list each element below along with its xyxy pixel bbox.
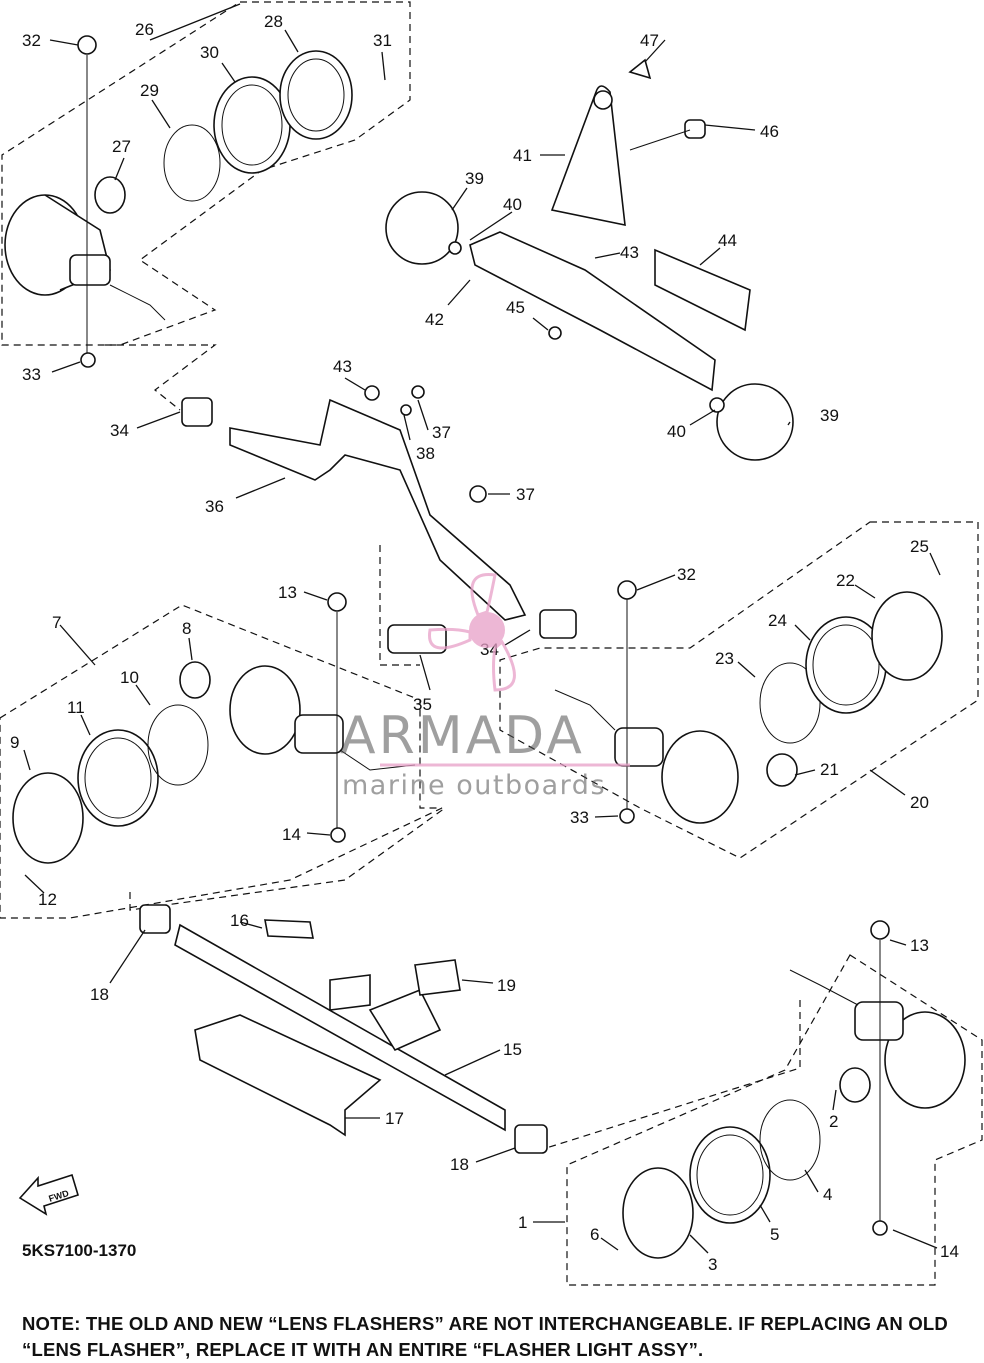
callout-13: 13 xyxy=(278,583,297,602)
callout-25: 25 xyxy=(910,537,929,556)
group-outline-1 xyxy=(566,954,983,1286)
callout-27: 27 xyxy=(112,137,131,156)
callout-26: 26 xyxy=(135,20,154,39)
callout-18: 18 xyxy=(450,1155,469,1174)
watermark-name: ARMADA xyxy=(340,706,585,766)
callout-5: 5 xyxy=(770,1225,779,1244)
callout-40: 40 xyxy=(503,195,522,214)
callout-14: 14 xyxy=(282,825,301,844)
callout-34: 34 xyxy=(110,421,129,440)
callout-labels: 32 26 28 31 30 29 27 33 34 43 37 38 36 3… xyxy=(10,12,959,1274)
flasher-assembly-26 xyxy=(4,35,353,368)
group-outline-20 xyxy=(499,521,979,859)
callout-28: 28 xyxy=(264,12,283,31)
callout-29: 29 xyxy=(140,81,159,100)
callout-32: 32 xyxy=(22,31,41,50)
flasher-stay-bar-36 xyxy=(181,385,577,654)
connector-line-a xyxy=(105,344,217,411)
callout-23: 23 xyxy=(715,649,734,668)
callout-44: 44 xyxy=(718,231,737,250)
callout-14: 14 xyxy=(940,1242,959,1261)
callout-4: 4 xyxy=(823,1185,832,1204)
bracket-assembly-center xyxy=(385,58,794,461)
callout-41: 41 xyxy=(513,146,532,165)
connector-line-b xyxy=(129,807,446,911)
callout-17: 17 xyxy=(385,1109,404,1128)
callout-40: 40 xyxy=(667,422,686,441)
callout-37: 37 xyxy=(516,485,535,504)
callout-2: 2 xyxy=(829,1112,838,1131)
watermark-subtitle: marine outboards xyxy=(342,770,607,801)
callout-8: 8 xyxy=(182,619,191,638)
callout-38: 38 xyxy=(416,444,435,463)
flasher-assembly-1 xyxy=(622,920,966,1259)
callout-19: 19 xyxy=(497,976,516,995)
callout-33: 33 xyxy=(22,365,41,384)
callout-32: 32 xyxy=(677,565,696,584)
callout-16: 16 xyxy=(230,911,249,930)
callout-43: 43 xyxy=(620,243,639,262)
leader-lines xyxy=(23,3,941,1254)
watermark-logo-icon xyxy=(380,573,630,767)
callout-22: 22 xyxy=(836,571,855,590)
callout-7: 7 xyxy=(52,613,61,632)
callout-9: 9 xyxy=(10,733,19,752)
callout-10: 10 xyxy=(120,668,139,687)
callout-39: 39 xyxy=(465,169,484,188)
callout-30: 30 xyxy=(200,43,219,62)
fwd-arrow-icon: FWD xyxy=(18,1173,79,1216)
callout-47: 47 xyxy=(640,31,659,50)
callout-11: 11 xyxy=(67,698,85,717)
callout-39: 39 xyxy=(820,406,839,425)
drawing-code: 5KS7100-1370 xyxy=(22,1241,137,1260)
group-outline-7 xyxy=(0,604,443,919)
callout-45: 45 xyxy=(506,298,525,317)
callout-35: 35 xyxy=(413,695,432,714)
callout-18: 18 xyxy=(90,985,109,1004)
callout-21: 21 xyxy=(820,760,839,779)
callout-13: 13 xyxy=(910,936,929,955)
flasher-assembly-7 xyxy=(12,592,416,864)
callout-31: 31 xyxy=(373,31,392,50)
callout-36: 36 xyxy=(205,497,224,516)
connector-line-d xyxy=(379,545,420,666)
callout-46: 46 xyxy=(760,122,779,141)
callout-43: 43 xyxy=(333,357,352,376)
front-stay-bar-15 xyxy=(139,904,548,1154)
callout-24: 24 xyxy=(768,611,787,630)
callout-12: 12 xyxy=(38,890,57,909)
callout-42: 42 xyxy=(425,310,444,329)
callout-15: 15 xyxy=(503,1040,522,1059)
callout-37: 37 xyxy=(432,423,451,442)
callout-6: 6 xyxy=(590,1225,599,1244)
callout-20: 20 xyxy=(910,793,929,812)
note-text: NOTE: THE OLD AND NEW “LENS FLASHERS” AR… xyxy=(22,1313,948,1360)
flasher-assembly-20 xyxy=(554,580,943,824)
callout-3: 3 xyxy=(708,1255,717,1274)
callout-1: 1 xyxy=(518,1213,527,1232)
callout-33: 33 xyxy=(570,808,589,827)
